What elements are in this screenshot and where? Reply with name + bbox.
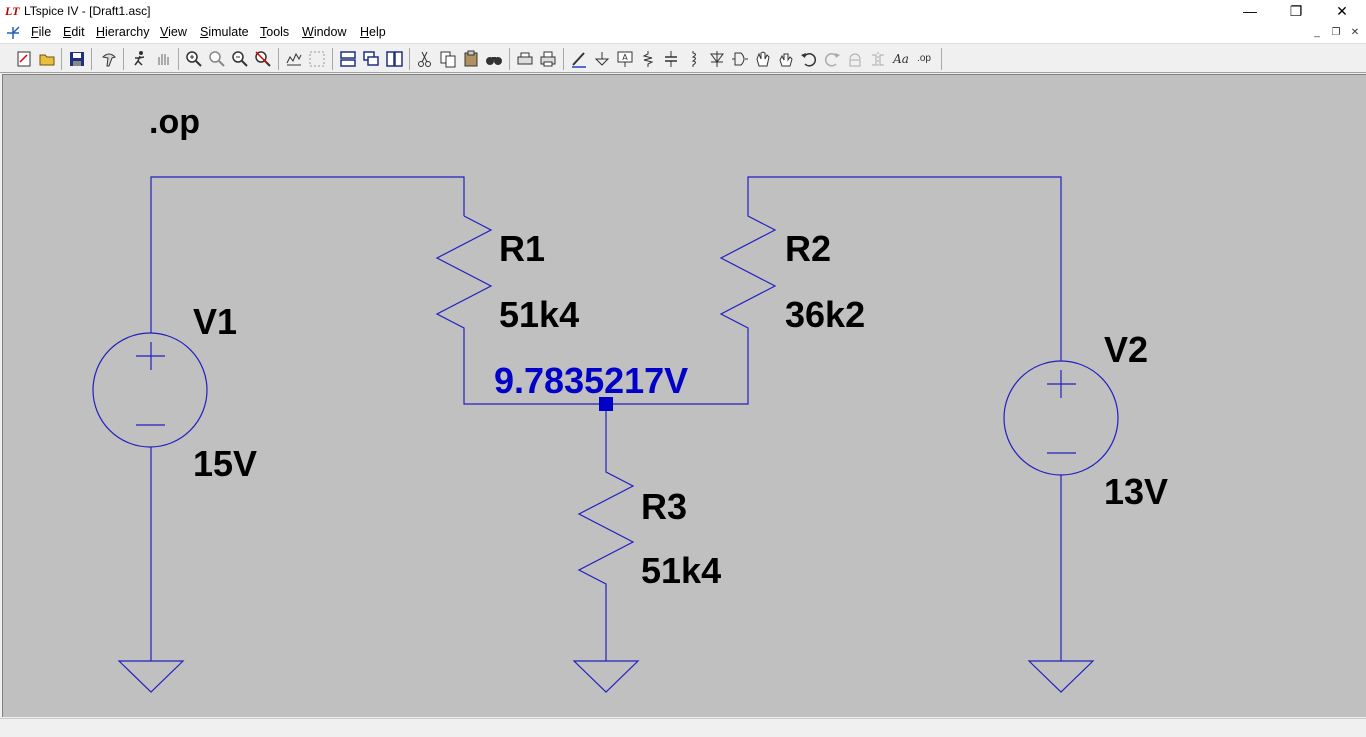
zoom-out-icon[interactable]: [230, 49, 250, 69]
component-icon[interactable]: [730, 49, 750, 69]
close-button[interactable]: ✕: [1336, 3, 1348, 19]
status-bar: [0, 718, 1366, 737]
voltage-source-v1[interactable]: [92, 332, 208, 448]
diode-icon[interactable]: [707, 49, 727, 69]
capacitor-icon[interactable]: [661, 49, 681, 69]
v2-value-label[interactable]: 13V: [1104, 471, 1168, 512]
spice-directive-icon[interactable]: .op: [917, 53, 931, 64]
menu-hierarchy[interactable]: Hierarchy: [96, 25, 150, 39]
label-net-icon[interactable]: A: [615, 49, 635, 69]
menu-tools[interactable]: Tools: [260, 25, 290, 39]
junction-node[interactable]: [599, 397, 613, 411]
find-icon[interactable]: [484, 49, 504, 69]
toolbar: A Aa .op: [0, 43, 1366, 73]
v1-value-label[interactable]: 15V: [193, 443, 257, 484]
copy-icon[interactable]: [438, 49, 458, 69]
menu-file[interactable]: File: [31, 25, 52, 39]
menu-help[interactable]: Help: [360, 25, 386, 39]
svg-text:A: A: [622, 53, 628, 62]
ground-symbol-3[interactable]: [1027, 660, 1095, 693]
menu-edit[interactable]: Edit: [63, 25, 85, 39]
r1-name-label[interactable]: R1: [499, 228, 545, 269]
mdi-close-button[interactable]: ✕: [1350, 27, 1360, 38]
ground-symbol-2[interactable]: [572, 660, 640, 693]
mirror-icon[interactable]: [868, 49, 888, 69]
wires: [150, 176, 1062, 661]
spice-directive-op[interactable]: .op: [149, 103, 200, 141]
r3-value-label[interactable]: 51k4: [641, 550, 721, 591]
wire-v1-r1[interactable]: [150, 176, 465, 333]
wire-r3[interactable]: [577, 404, 635, 661]
schematic-canvas[interactable]: .op V1 15V R1 51k4 R2 36k2 9.7835217V R3…: [2, 74, 1366, 717]
menu-simulate[interactable]: Simulate: [200, 25, 249, 39]
ground-symbol-1[interactable]: [117, 660, 185, 693]
title-bar: LT LTspice IV - [Draft1.asc] — ❐ ✕: [0, 0, 1366, 23]
wire-icon[interactable]: [569, 49, 589, 69]
move-icon[interactable]: [753, 49, 773, 69]
window-title: LTspice IV - [Draft1.asc]: [24, 4, 151, 18]
node-voltage-label: 9.7835217V: [494, 360, 688, 401]
menu-view[interactable]: View: [160, 25, 187, 39]
run-icon[interactable]: [130, 49, 150, 69]
autorange-icon[interactable]: [284, 49, 304, 69]
r2-value-label[interactable]: 36k2: [785, 294, 865, 335]
cascade-icon[interactable]: [361, 49, 381, 69]
rotate-icon[interactable]: [845, 49, 865, 69]
redo-icon[interactable]: [822, 49, 842, 69]
voltage-source-v2[interactable]: [1003, 360, 1119, 476]
mdi-restore-button[interactable]: ❐: [1331, 27, 1341, 38]
wire-r1-r2-v2[interactable]: [435, 176, 1062, 405]
pan-icon[interactable]: [207, 49, 227, 69]
menu-bar: File Edit Hierarchy View Simulate Tools …: [0, 23, 1366, 43]
ground-icon[interactable]: [592, 49, 612, 69]
grid-icon[interactable]: [307, 49, 327, 69]
open-icon[interactable]: [37, 49, 57, 69]
save-icon[interactable]: [67, 49, 87, 69]
schematic-doc-icon[interactable]: [4, 24, 22, 42]
r2-name-label[interactable]: R2: [785, 228, 831, 269]
drag-icon[interactable]: [776, 49, 796, 69]
mdi-minimize-button[interactable]: _: [1314, 27, 1320, 38]
v1-name-label[interactable]: V1: [193, 301, 237, 342]
print-icon[interactable]: [538, 49, 558, 69]
r1-value-label[interactable]: 51k4: [499, 294, 579, 335]
r3-name-label[interactable]: R3: [641, 486, 687, 527]
tile-vertical-icon[interactable]: [384, 49, 404, 69]
text-icon[interactable]: Aa: [893, 52, 909, 66]
restore-button[interactable]: ❐: [1289, 3, 1303, 19]
zoom-fit-icon[interactable]: [253, 49, 273, 69]
inductor-icon[interactable]: [684, 49, 704, 69]
zoom-in-icon[interactable]: [184, 49, 204, 69]
app-logo-icon: LT: [5, 4, 20, 18]
print-setup-icon[interactable]: [515, 49, 535, 69]
schematic-drawing: .op V1 15V R1 51k4 R2 36k2 9.7835217V R3…: [92, 103, 1168, 693]
paste-icon[interactable]: [461, 49, 481, 69]
halt-icon[interactable]: [153, 49, 173, 69]
cut-icon[interactable]: [415, 49, 435, 69]
minimize-button[interactable]: —: [1243, 3, 1257, 19]
new-schematic-icon[interactable]: [14, 49, 34, 69]
resistor-icon[interactable]: [638, 49, 658, 69]
menu-window[interactable]: Window: [302, 25, 347, 39]
tile-horizontal-icon[interactable]: [338, 49, 358, 69]
control-panel-icon[interactable]: [99, 49, 119, 69]
undo-icon[interactable]: [799, 49, 819, 69]
v2-name-label[interactable]: V2: [1104, 329, 1148, 370]
